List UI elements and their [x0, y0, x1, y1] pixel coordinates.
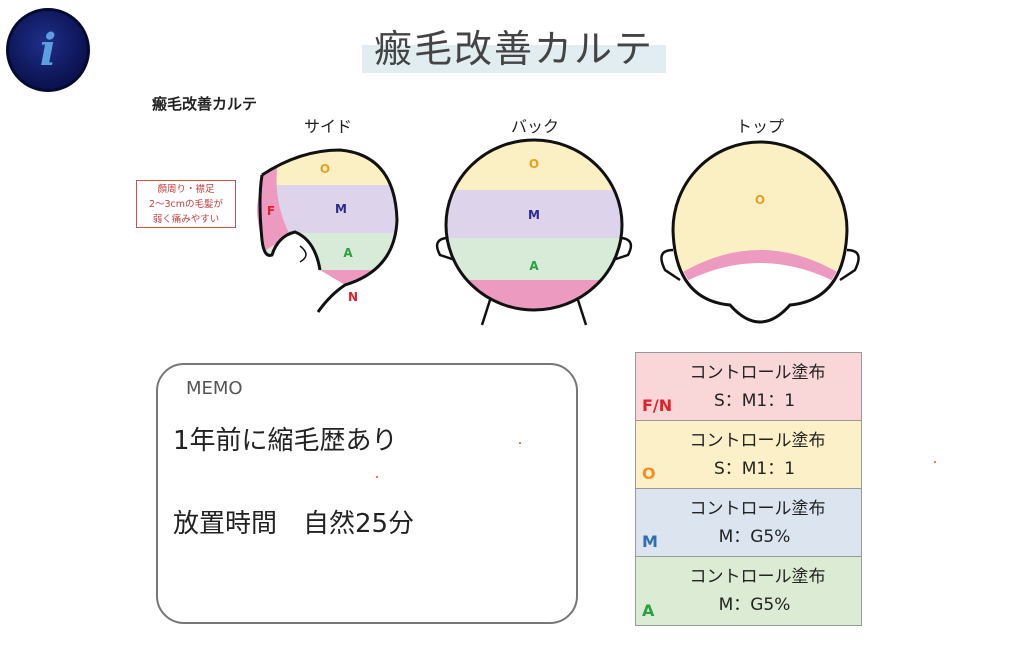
treatment-method: コントロール塗布: [689, 499, 826, 519]
zone-code: M: [642, 532, 658, 551]
zone-code: O: [642, 464, 656, 483]
zone-code: F/N: [642, 396, 673, 415]
zone-label-a: A: [529, 259, 539, 273]
view-label-side: サイド: [303, 117, 352, 136]
page-title: 瘢毛改善カルテ: [373, 27, 654, 71]
zone-label-o: O: [320, 162, 330, 176]
view-label-back: バック: [510, 117, 559, 136]
memo-line: 放置時間 自然25分: [173, 509, 415, 539]
stray-dot: [934, 461, 936, 463]
zone-label-o: O: [755, 193, 765, 207]
view-label-top: トップ: [735, 117, 784, 136]
top-head-zones: [673, 142, 847, 318]
note-line: 2～3cmの毛髪が: [148, 199, 224, 210]
zone-code: A: [642, 601, 655, 620]
treatment-row: コントロール塗布 S：M1：1 F/N: [636, 353, 861, 421]
memo-label: MEMO: [186, 378, 243, 399]
zone-label-m: M: [335, 202, 347, 216]
note-line: 顔周り・襟足: [157, 184, 215, 195]
treatment-ratio: S：M1：1: [713, 391, 796, 411]
stray-dot: [376, 476, 378, 478]
zone-label-m: M: [528, 208, 540, 222]
chart-subtitle: 瘢毛改善カルテ: [152, 95, 258, 113]
treatment-ratio: M：G5%: [718, 595, 791, 615]
memo-box: [156, 363, 578, 624]
treatment-ratio: M：G5%: [718, 527, 791, 547]
stray-dot: [519, 442, 521, 444]
treatment-method: コントロール塗布: [689, 363, 826, 383]
treatment-row: コントロール塗布 M：G5% A: [636, 557, 861, 625]
treatment-row: コントロール塗布 S：M1：1 O: [636, 421, 861, 489]
treatment-row: コントロール塗布 M：G5% M: [636, 489, 861, 557]
annotation-note: 顔周り・襟足 2～3cmの毛髪が 弱く痛みやすい: [136, 180, 236, 228]
treatment-method: コントロール塗布: [689, 431, 826, 451]
head-diagrams: O M A F N O M A O: [257, 138, 860, 326]
note-line: 弱く痛みやすい: [152, 214, 220, 225]
brand-logo: i: [6, 8, 90, 92]
zone-label-f: F: [267, 204, 275, 218]
memo-line: 1年前に縮毛歴あり: [173, 426, 398, 456]
zone-label-a: A: [343, 246, 353, 260]
zone-label-o: O: [529, 157, 539, 171]
treatment-method: コントロール塗布: [689, 567, 826, 587]
title-highlight: [362, 45, 666, 73]
zone-label-n: N: [348, 290, 358, 304]
treatment-ratio: S：M1：1: [713, 459, 796, 479]
